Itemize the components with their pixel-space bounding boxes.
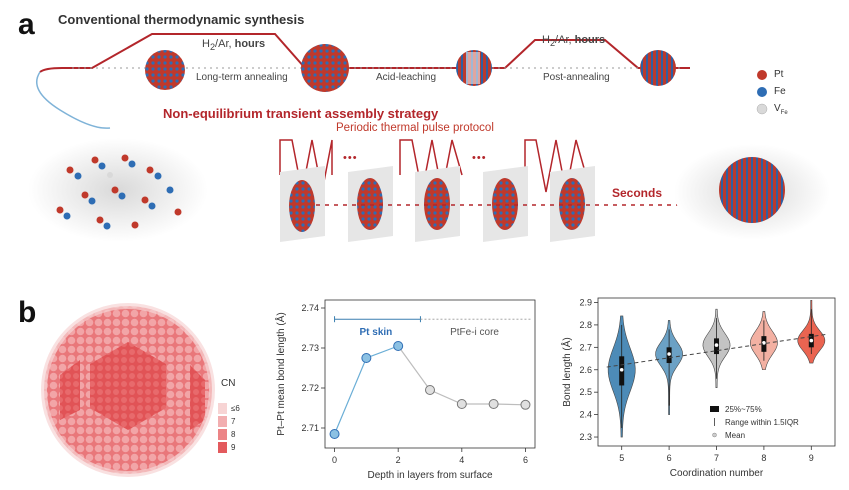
mean-dot-6 (667, 352, 671, 356)
y-tick-label: 2.5 (579, 387, 592, 397)
cn-swatch-7 (218, 416, 227, 427)
cn-label-7: 7 (231, 417, 236, 426)
y-tick-label: 2.72 (301, 383, 319, 393)
cn-swatch-8 (218, 429, 227, 440)
transient-stages (280, 166, 595, 242)
step1-condition: H2/Ar, hours (202, 38, 266, 53)
legend-mean-label: Mean (725, 431, 745, 440)
x-tick-label: 6 (523, 455, 528, 465)
core-annotation: PtFe-i core (450, 327, 499, 338)
x-axis-label: Depth in layers from surface (367, 470, 492, 481)
legend-mean-swatch (712, 432, 717, 438)
x-axis-label: Coordination number (670, 468, 764, 479)
leached-hole (466, 52, 480, 84)
step3-label: Post-annealing (543, 72, 610, 83)
conventional-temperature-profile (39, 33, 690, 73)
particle-ordered (301, 44, 349, 92)
data-point-skin (361, 353, 372, 363)
transient-title: Non-equilibrium transient assembly strat… (163, 106, 439, 121)
series-line-core (397, 345, 526, 406)
final-particle (719, 157, 785, 223)
cn-label-6: ≤6 (231, 404, 240, 413)
precursor-atoms (56, 154, 182, 230)
legend-fe-dot (757, 87, 767, 97)
cn-label-9: 9 (231, 443, 236, 452)
panel-a-letter: a (18, 8, 35, 41)
x-tick-label: 8 (761, 453, 766, 463)
legend-pt-label: Pt (774, 69, 784, 80)
y-tick-label: 2.73 (301, 343, 319, 353)
x-tick-label: 2 (396, 455, 401, 465)
legend-iqr-swatch (710, 406, 719, 412)
cn-swatch-9 (218, 442, 227, 453)
plot-frame (324, 299, 536, 449)
cn-particle (41, 303, 215, 477)
thermal-pulse-3 (524, 139, 587, 193)
panel-b-letter: b (18, 296, 37, 329)
cn-legend-title: CN (221, 378, 236, 389)
step2-label: Acid-leaching (376, 72, 437, 83)
legend-iqr-label: 25%~75% (725, 405, 762, 414)
y-tick-label: 2.6 (579, 365, 592, 375)
seconds-label: Seconds (612, 186, 663, 200)
pulse-dots-1: ••• (343, 152, 358, 164)
mean-dot-9 (809, 338, 814, 343)
panel-a-diagram (28, 33, 830, 242)
cn-label-8: 8 (231, 430, 236, 439)
x-tick-label: 9 (809, 453, 814, 463)
x-tick-label: 5 (619, 453, 624, 463)
legend-vfe-label: VFe (774, 103, 788, 116)
precursor-link-line (36, 71, 111, 129)
mean-dot-7 (714, 343, 719, 347)
pulse-dots-2: ••• (472, 152, 487, 164)
particle-post-annealed (640, 50, 676, 86)
y-tick-label: 2.4 (579, 410, 592, 420)
y-axis-label: Pt–Pt mean bond length (Å) (274, 312, 287, 435)
y-tick-label: 2.7 (579, 342, 592, 352)
skin-annotation: Pt skin (360, 327, 393, 338)
legend-fe-label: Fe (774, 86, 786, 97)
x-tick-label: 6 (667, 453, 672, 463)
thermal-pulse-2 (399, 139, 463, 193)
y-tick-label: 2.3 (579, 432, 592, 442)
cn-swatch-6 (218, 403, 227, 414)
mean-dot-5 (619, 367, 624, 372)
step3-condition: H2/Ar, hours (542, 34, 606, 49)
data-point-core (456, 399, 467, 409)
y-tick-label: 2.9 (579, 297, 592, 307)
x-tick-label: 4 (459, 455, 464, 465)
data-point-skin (393, 341, 404, 351)
trend-line (606, 333, 827, 368)
legend-range-label: Range within 1.5IQR (725, 418, 799, 427)
y-tick-label: 2.71 (301, 423, 319, 433)
data-point-core (520, 399, 531, 410)
y-tick-label: 2.8 (579, 320, 592, 330)
x-tick-label: 0 (332, 455, 337, 465)
y-axis-label: Bond length (Å) (560, 337, 573, 407)
legend-vfe-dot (756, 103, 768, 115)
legend-pt-dot (757, 70, 767, 80)
y-tick-label: 2.74 (301, 303, 319, 313)
mean-dot-8 (762, 341, 766, 345)
step1-label: Long-term annealing (196, 72, 288, 83)
thermal-pulse-1 (279, 139, 333, 193)
data-point-core (425, 385, 435, 395)
x-tick-label: 7 (714, 453, 719, 463)
data-point-skin (329, 429, 340, 439)
data-point-core (488, 399, 499, 409)
conventional-title: Conventional thermodynamic synthesis (58, 12, 305, 27)
pulse-label: Periodic thermal pulse protocol (336, 122, 494, 134)
particle-annealed (145, 50, 185, 90)
